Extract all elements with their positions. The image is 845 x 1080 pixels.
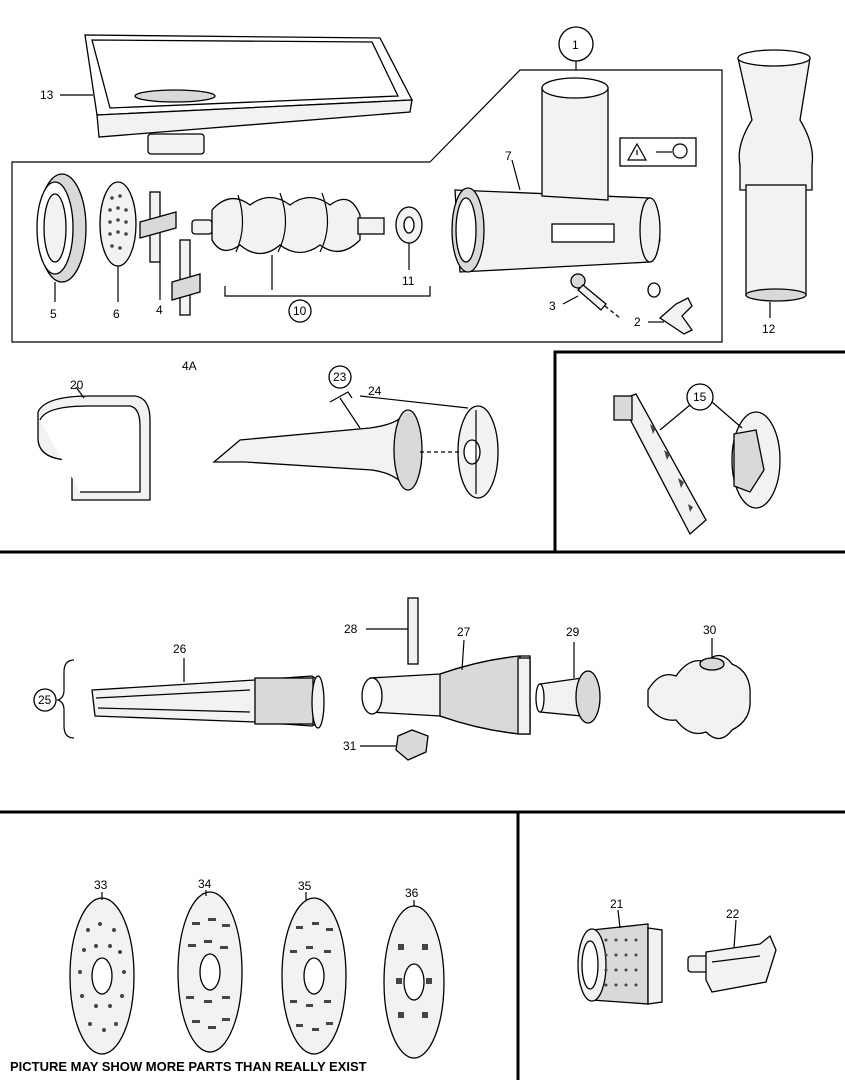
label-27: 27 (457, 625, 471, 639)
label-28: 28 (344, 622, 358, 636)
ring-nut-5 (36, 173, 87, 302)
juicer-housing-27 (361, 639, 531, 735)
bolt-3 (562, 273, 621, 319)
label-4a: 4A (182, 359, 197, 373)
label-10: 10 (293, 304, 307, 318)
label-35: 35 (298, 879, 312, 893)
section-dividers (0, 69, 845, 1080)
disc-34 (177, 890, 243, 1053)
juicer-screw-30 (647, 638, 751, 740)
meat-tray-13 (60, 34, 414, 155)
label-15: 15 (693, 390, 707, 404)
callout-10 (288, 299, 312, 323)
label-4: 4 (156, 303, 163, 317)
label-34: 34 (198, 877, 212, 891)
callout-15 (686, 383, 714, 411)
label-29: 29 (566, 625, 580, 639)
label-30: 30 (703, 623, 717, 637)
label-26: 26 (173, 642, 187, 656)
disc-35 (281, 892, 347, 1055)
label-21: 21 (610, 897, 624, 911)
label-22: 22 (726, 907, 740, 921)
label-20: 20 (70, 378, 84, 392)
grater-drum-21 (577, 909, 663, 1005)
grinder-housing-7 (451, 77, 661, 273)
knife-4 (139, 191, 177, 300)
label-33: 33 (94, 878, 108, 892)
footer-note: PICTURE MAY SHOW MORE PARTS THAN REALLY … (10, 1059, 367, 1074)
label-12: 12 (762, 322, 776, 336)
knob-31 (360, 729, 429, 761)
label-6: 6 (113, 307, 120, 321)
plate-24 (359, 395, 499, 499)
kubbe-attachment-15 (613, 393, 781, 536)
bushing-29 (535, 642, 601, 724)
label-11: 11 (402, 274, 415, 288)
label-25: 25 (38, 693, 52, 707)
strainer-26 (91, 658, 325, 729)
label-2: 2 (634, 315, 641, 329)
label-7: 7 (505, 149, 512, 163)
label-1: 1 (572, 38, 579, 52)
worm-screw-10 (191, 192, 431, 297)
knife-4a (171, 239, 201, 316)
disc-36 (383, 900, 445, 1059)
washer-11 (395, 206, 423, 270)
bracket-25 (33, 659, 75, 739)
label-23: 23 (333, 370, 347, 384)
label-5: 5 (50, 307, 57, 321)
perforated-plate-6 (99, 181, 137, 302)
pusher-12 (737, 49, 814, 318)
disc-33 (69, 892, 135, 1055)
label-36: 36 (405, 886, 419, 900)
sausage-tube-23 (212, 391, 423, 491)
callout-1 (558, 26, 594, 70)
pin-28 (366, 597, 419, 665)
label-13: 13 (40, 88, 54, 102)
cover-20 (37, 386, 151, 501)
holder-22 (687, 919, 777, 993)
label-3: 3 (549, 299, 556, 313)
warning-label-icon (619, 137, 697, 167)
callout-23 (328, 365, 352, 389)
label-31: 31 (343, 739, 357, 753)
wing-nut-2 (647, 282, 693, 335)
label-24: 24 (368, 384, 382, 398)
